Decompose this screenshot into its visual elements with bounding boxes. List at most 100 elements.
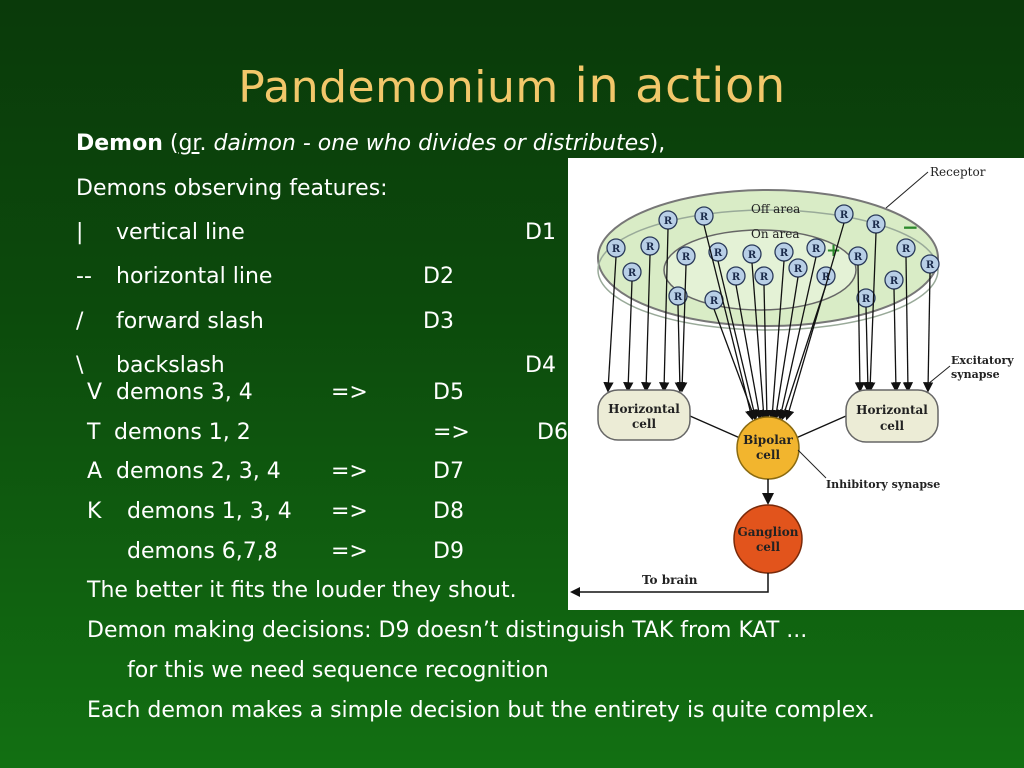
horizontal-cell-right-label: Horizontal: [856, 403, 928, 417]
letter: T: [87, 420, 101, 445]
receptor-wire: [751, 262, 769, 421]
receptor-wire: [713, 308, 757, 421]
letter-demon: D9: [433, 539, 464, 564]
title-part-2: in action: [558, 58, 786, 114]
feature-label: backslash: [116, 353, 225, 378]
synapse-lines: [603, 222, 934, 439]
feature-demon: D3: [423, 309, 454, 334]
receptor-wire: [717, 260, 759, 421]
excitatory-pointer: [927, 365, 951, 385]
inhibitory-label: Inhibitory synapse: [826, 478, 940, 491]
receptor-letter: R: [612, 244, 621, 255]
letter-demon: D7: [433, 459, 464, 484]
feature-demon: D1: [525, 220, 556, 245]
field-rim: [597, 209, 939, 331]
receptor-letter: R: [926, 260, 935, 271]
receptor-wire: [862, 306, 874, 393]
horizontal-cell-left: [597, 389, 691, 441]
receptor-wire: [761, 284, 773, 421]
receptor-letter: R: [822, 272, 831, 283]
receptor-wire: [674, 304, 686, 393]
letter-demon: D8: [433, 499, 464, 524]
to-brain-arrowhead: [570, 587, 580, 597]
receptor-letter: R: [872, 220, 881, 231]
receptor-wire: [735, 284, 764, 421]
letter: V: [87, 380, 103, 405]
horizontal-cell-left-label2: cell: [632, 417, 657, 431]
receptor-letter: R: [682, 252, 691, 263]
horizontal-cell-right: [845, 389, 939, 443]
receptor-letter: R: [664, 216, 673, 227]
receptor-letter: R: [760, 272, 769, 283]
arrow: =>: [433, 420, 470, 445]
letter-demon: D5: [433, 380, 464, 405]
note-complex: Each demon makes a simple decision but t…: [87, 698, 875, 723]
receptor-letter: R: [714, 248, 723, 259]
note-louder: The better it fits the louder they shout…: [87, 578, 517, 603]
note-decisions: Demon making decisions: D9 doesn’t disti…: [87, 618, 808, 643]
receptor-wire: [902, 256, 914, 393]
letter-sources: demons 1, 2: [114, 420, 251, 445]
horizontal-cell-left-label: Horizontal: [608, 402, 680, 416]
feature-label: forward slash: [116, 309, 264, 334]
excitatory-label2: synapse: [951, 368, 1000, 381]
title-part-1: Pandemonium: [238, 62, 559, 113]
receptor-wire: [784, 222, 845, 421]
demon-term: Demon: [76, 131, 163, 156]
inhibitory-pointer: [797, 449, 827, 479]
ganglion-cell: [733, 504, 803, 574]
feature-demon: D4: [525, 353, 556, 378]
to-brain-line: [574, 573, 769, 593]
receptor-wire: [658, 228, 670, 393]
receptor-wire: [623, 280, 634, 393]
on-area-label: On area: [751, 227, 800, 241]
receptor-letter: R: [780, 248, 789, 259]
receptor-wire: [865, 232, 877, 393]
feature-label: vertical line: [116, 220, 245, 245]
receptor-letter: R: [646, 242, 655, 253]
receptor-letter: R: [862, 294, 871, 305]
off-area-label: Off area: [751, 202, 800, 216]
receptor-letter: R: [794, 264, 803, 275]
letter-sources: demons 2, 3, 4: [116, 459, 281, 484]
minus-sign: −: [902, 215, 919, 239]
receptor-wire: [703, 224, 756, 421]
receptor-letter: R: [710, 296, 719, 307]
letter: K: [87, 499, 102, 524]
excitatory-label: Excitatory: [951, 354, 1014, 367]
feature-symbol: |: [76, 220, 84, 245]
letter-sources: demons 1, 3, 4: [127, 499, 292, 524]
paren-close: ),: [649, 131, 666, 156]
arrow: =>: [331, 499, 368, 524]
demon-definition: Demon (gr. daimon - one who divides or d…: [76, 131, 665, 156]
receptor-letter: R: [902, 244, 911, 255]
receptor: [622, 262, 642, 282]
receptor-wire: [922, 272, 934, 393]
feature-label: horizontal line: [116, 264, 273, 289]
receptor-wire: [854, 264, 866, 393]
feature-symbol: --: [76, 264, 92, 289]
receptor-letter: R: [700, 212, 709, 223]
arrow: =>: [331, 380, 368, 405]
letter: A: [87, 459, 103, 484]
arrow: =>: [331, 459, 368, 484]
letter-sources: demons 3, 4: [116, 380, 253, 405]
dot: .: [199, 131, 214, 156]
feature-symbol: \: [76, 353, 84, 378]
receptor-wire: [641, 254, 652, 393]
receptor-letter: R: [748, 250, 757, 261]
slide-title: Pandemonium in action: [0, 58, 1024, 114]
receptor-letter: R: [890, 276, 899, 287]
bipolar-cell-label: Bipolar: [743, 433, 793, 447]
receptor-wire: [677, 264, 688, 393]
receptor-wire: [890, 288, 902, 393]
horizontal-cell-right-label2: cell: [880, 419, 905, 433]
receptor-wire: [767, 260, 785, 421]
receptor-wire: [779, 284, 827, 421]
receptor-letter: R: [812, 244, 821, 255]
receptor-wire: [771, 276, 799, 421]
arrow: =>: [331, 539, 368, 564]
